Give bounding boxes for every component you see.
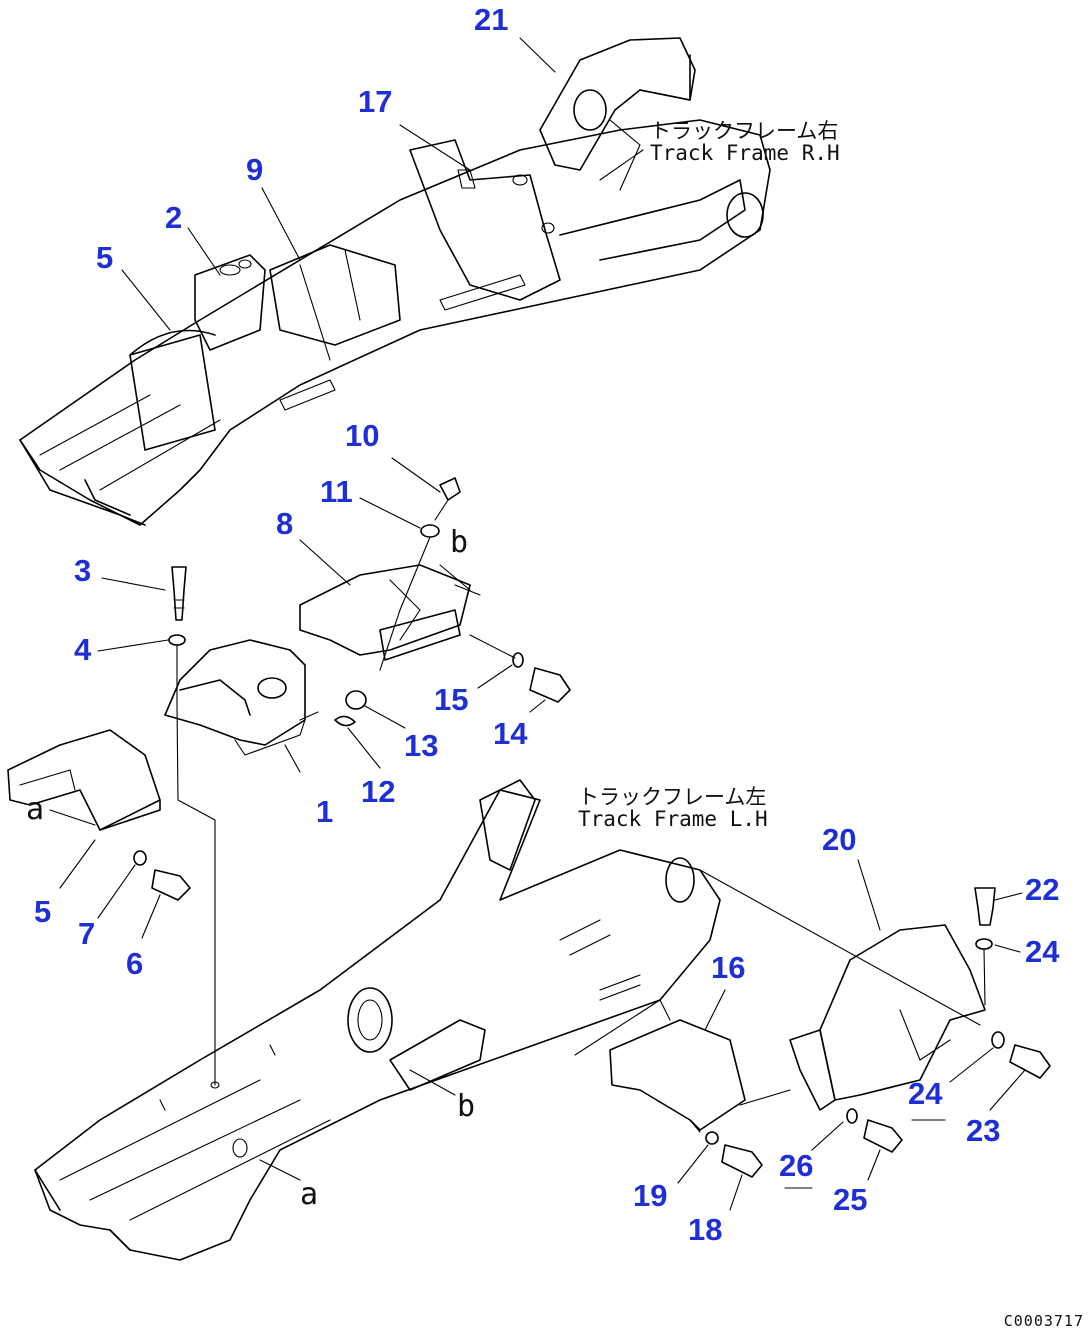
callout-14: 14 — [493, 716, 528, 751]
leader-lines-upper — [121, 37, 644, 331]
callout-7: 7 — [78, 916, 96, 951]
view-mark-b-lower: b — [457, 1089, 476, 1124]
callout-23: 23 — [966, 1113, 1001, 1148]
cover-16-shape — [574, 999, 746, 1133]
callout-17: 17 — [358, 84, 393, 119]
callout-8: 8 — [276, 506, 294, 541]
leader-lines-middle — [59, 457, 546, 939]
drawing-code: C0003717 — [1003, 1312, 1084, 1330]
callout-1: 1 — [316, 794, 334, 829]
callout-9: 9 — [246, 152, 264, 187]
view-mark-a-upper: a — [26, 792, 45, 827]
callout-16: 16 — [711, 950, 746, 985]
callout-19: 19 — [633, 1178, 668, 1213]
callout-21: 21 — [474, 2, 509, 37]
callout-3: 3 — [74, 553, 92, 588]
callout-11: 11 — [320, 474, 353, 509]
callout-18: 18 — [688, 1212, 723, 1247]
callout-24-upper: 24 — [1025, 934, 1060, 969]
callout-2: 2 — [165, 200, 183, 235]
leader-lines-lower — [677, 859, 1026, 1211]
callout-13: 13 — [404, 728, 439, 763]
note-track-frame-left: トラックフレーム左 Track Frame L.H — [578, 785, 768, 832]
callout-10: 10 — [345, 418, 380, 453]
callout-25: 25 — [833, 1182, 868, 1217]
view-mark-a-lower: a — [300, 1177, 319, 1212]
callout-4: 4 — [74, 632, 92, 667]
guard-20-shape — [789, 924, 986, 1111]
track-frame-left — [34, 564, 721, 1261]
callout-24-lower: 24 — [908, 1076, 943, 1111]
exploded-parts-middle — [7, 477, 571, 1086]
callout-15: 15 — [434, 682, 469, 717]
callout-6: 6 — [126, 946, 144, 981]
callout-22: 22 — [1025, 872, 1060, 907]
callout-26: 26 — [779, 1148, 814, 1183]
hardware-lower-right — [699, 869, 1051, 1178]
callout-20: 20 — [822, 822, 857, 857]
note-track-frame-right: トラックフレーム右 Track Frame R.H — [650, 119, 840, 166]
track-frame-right — [19, 37, 771, 526]
callout-5: 5 — [96, 240, 114, 275]
callout-5-lower: 5 — [34, 894, 52, 929]
callout-12: 12 — [361, 774, 396, 809]
view-mark-b-upper: b — [450, 525, 469, 560]
